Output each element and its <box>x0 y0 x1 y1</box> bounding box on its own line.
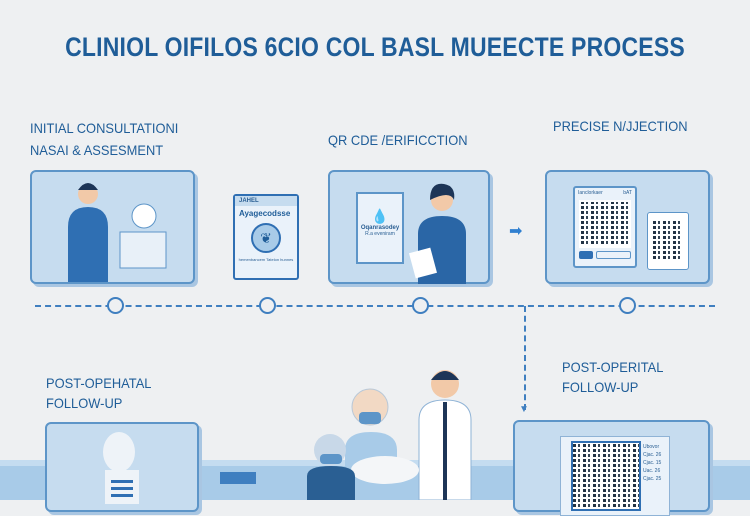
arrow-down-icon: ▼ <box>519 404 529 415</box>
step-label-consultation: INITIAL CONSULTATIONI NASAI & ASSESMENT <box>30 117 178 161</box>
scanner-label: bAT <box>623 190 632 196</box>
timeline-node <box>619 297 636 314</box>
injection-panel: Ianclorkaer bAT <box>545 170 710 284</box>
scanner-screen: Ianclorkaer bAT <box>573 186 637 268</box>
verification-document: 💧 Oqanrasodey R.a eveniram <box>356 192 404 264</box>
qr-code <box>579 200 631 248</box>
label-line: POST-OPEHATAL <box>46 375 152 391</box>
timeline-node <box>259 297 276 314</box>
card-name: Ayagecodsse <box>239 209 291 218</box>
card-header: JAHEL <box>235 196 297 206</box>
timeline-node <box>107 297 124 314</box>
list-item: Cjac. 15 <box>643 460 662 466</box>
qr-verification-panel: 💧 Oqanrasodey R.a eveniram <box>328 170 490 284</box>
document-icon <box>103 432 139 510</box>
list-item: Uac. 26 <box>643 468 661 474</box>
patient-id-card: JAHEL Ayagecodsse ❦ hemenbancem Tatelon … <box>233 194 299 280</box>
label-line: FOLLOW-UP <box>46 395 123 411</box>
timeline-node <box>412 297 429 314</box>
consultation-panel <box>30 170 195 284</box>
qr-code <box>571 441 641 511</box>
connector-line <box>524 306 526 410</box>
report-sheet: Ubovor Cjac. 26 Cjac. 15 Uac. 26 Cjac. 2… <box>560 436 670 516</box>
arrow-right-icon <box>220 472 256 484</box>
doc-line: Oqanrasodey <box>360 225 400 231</box>
list-item: Cjac. 26 <box>643 452 662 458</box>
list-item: Cjac. 25 <box>643 476 662 482</box>
timeline <box>35 305 715 307</box>
list-item: Ubovor <box>643 444 660 450</box>
step-label-followup-right: POST-OPERITAL FOLLOW-UP <box>562 357 663 397</box>
nurse-icon <box>409 183 466 284</box>
label-line: NASAI & ASSESMENT <box>30 142 164 158</box>
followup-panel-left <box>45 422 199 512</box>
doctor-consultation-icon <box>68 183 167 282</box>
card-footer: hemenbancem Tatelon hunnes <box>238 257 294 262</box>
scanner-label: Ianclorkaer <box>578 190 603 196</box>
qr-code <box>651 219 685 263</box>
step-label-followup-left: POST-OPEHATAL FOLLOW-UP <box>46 373 151 413</box>
label-line: FOLLOW-UP <box>562 379 639 395</box>
result-list: Ubovor Cjac. 26 Cjac. 15 Uac. 26 Cjac. 2… <box>643 443 661 483</box>
leaf-icon: ❦ <box>251 223 281 253</box>
scan-button[interactable] <box>579 251 593 259</box>
label-line: POST-OPERITAL <box>562 359 664 375</box>
followup-panel-right: Ubovor Cjac. 26 Cjac. 15 Uac. 26 Cjac. 2… <box>513 420 710 516</box>
doc-line: R.a eveniram <box>365 231 395 237</box>
page-title: CLINIOL OIFILOS 6CIO COL BASL MUEECTE PR… <box>65 31 685 62</box>
arrow-right-icon: ➡ <box>509 223 523 240</box>
label-line: INITIAL CONSULTATIONI <box>30 120 179 136</box>
step-label-injection: PRECISE N/JJECTION <box>553 118 688 134</box>
doctor-with-patients-illustration <box>307 370 472 500</box>
drop-icon: 💧 <box>371 208 389 224</box>
qr-label <box>647 212 689 270</box>
scan-field[interactable] <box>596 251 631 259</box>
step-label-qr-verification: QR CDE /ERIFICCTION <box>328 132 468 148</box>
